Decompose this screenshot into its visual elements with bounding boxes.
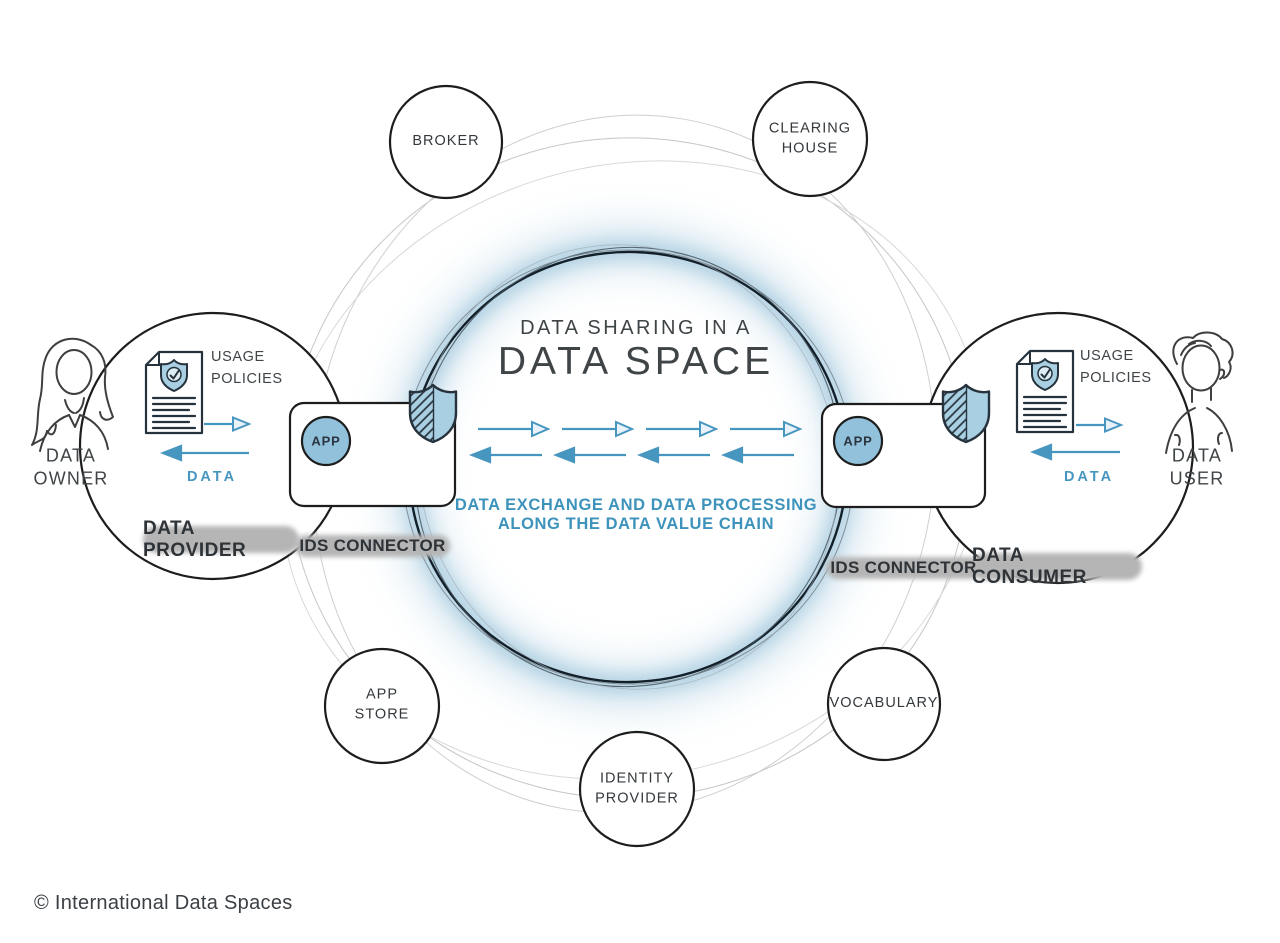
- satellite-label-broker: BROKER: [412, 133, 480, 150]
- data-user-person-icon: [1165, 331, 1234, 454]
- copyright-text: © International Data Spaces: [34, 892, 293, 914]
- satellite-label-identity-provider: IDENTITY PROVIDER: [595, 770, 679, 806]
- usage-policies-label-right: USAGE POLICIES: [1080, 348, 1152, 386]
- app-store-circle: [323, 647, 441, 765]
- ids-connector-label-left: IDS CONNECTOR: [295, 535, 450, 557]
- exchange-caption-line2: ALONG THE DATA VALUE CHAIN: [497, 515, 775, 533]
- data-flow-arrows-right: [1029, 417, 1124, 461]
- usage-policies-label-left: USAGE POLICIES: [211, 349, 283, 387]
- app-icon-left: [300, 415, 352, 467]
- data-provider-badge: DATA PROVIDER: [143, 518, 299, 561]
- vocabulary-circle: [826, 646, 942, 762]
- data-label-left: DATA: [186, 469, 238, 485]
- satellite-label-app-store: APP STORE: [354, 686, 410, 722]
- identity-provider-circle: [578, 730, 696, 848]
- ids-connector-label-left-text: IDS CONNECTOR: [299, 536, 446, 555]
- data-consumer-badge: DATA CONSUMER: [972, 545, 1142, 588]
- data-provider-badge-label: DATA PROVIDER: [143, 517, 247, 561]
- data-exchange-arrows: [468, 420, 803, 464]
- diagram-title-line1: DATA SHARING IN A: [520, 317, 752, 339]
- usage-policies-document-icon-right: [1015, 349, 1075, 434]
- data-owner-label: DATA OWNER: [33, 445, 109, 489]
- satellite-label-vocabulary: VOCABULARY: [829, 695, 939, 712]
- satellite-label-clearing-house: CLEARING HOUSE: [768, 120, 852, 156]
- app-icon-right: [832, 415, 884, 467]
- clearing-house-circle: [751, 80, 869, 198]
- app-label-right: APP: [843, 433, 873, 449]
- data-flow-arrows-left: [159, 416, 252, 462]
- ids-connector-label-right-text: IDS CONNECTOR: [830, 558, 977, 577]
- data-label-right: DATA: [1063, 469, 1115, 485]
- ids-connector-label-right: IDS CONNECTOR: [826, 557, 981, 579]
- data-user-label: DATA USER: [1169, 445, 1225, 489]
- broker-circle: [388, 84, 504, 200]
- exchange-caption-line1: DATA EXCHANGE AND DATA PROCESSING: [454, 496, 818, 514]
- data-consumer-badge-label: DATA CONSUMER: [972, 544, 1087, 588]
- diagram-title-line2: DATA SPACE: [497, 340, 775, 383]
- usage-policies-document-icon-left: [144, 350, 204, 435]
- data-owner-person-icon: [31, 337, 114, 452]
- ring-glow: [375, 214, 881, 720]
- app-label-left: APP: [311, 433, 341, 449]
